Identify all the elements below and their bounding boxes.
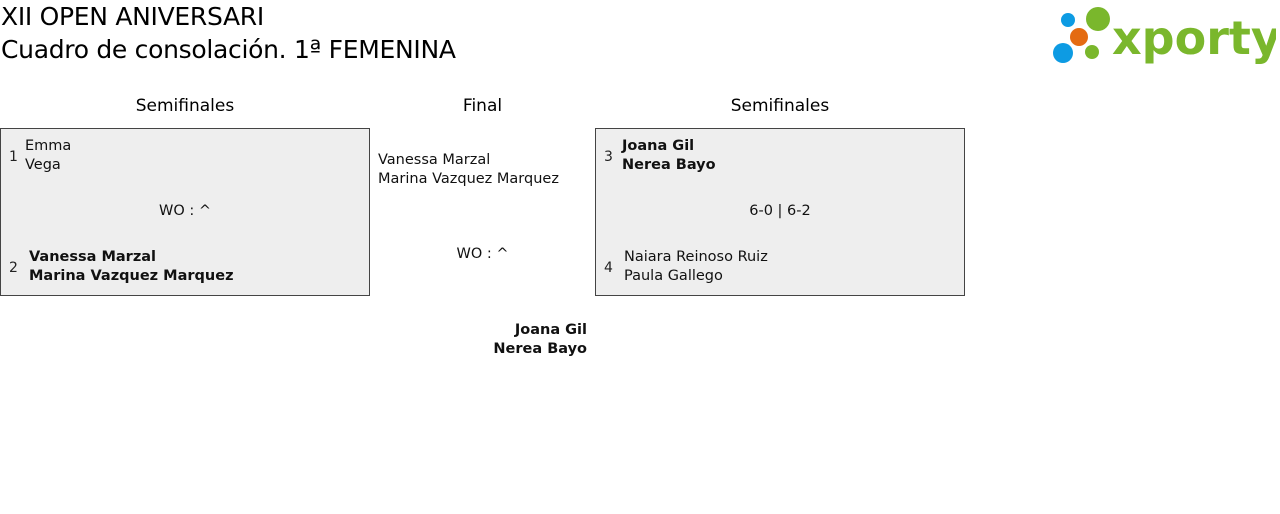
player-name: Emma — [25, 138, 72, 154]
xporty-logo: xporty — [1053, 7, 1276, 65]
player-name: Vanessa Marzal — [378, 152, 491, 168]
player-name: Vega — [25, 157, 61, 173]
logo-dot-blue-large — [1053, 43, 1073, 63]
page-title: XII OPEN ANIVERSARI — [1, 2, 264, 31]
logo-dot-orange — [1070, 28, 1088, 46]
round-label-semifinal-left: Semifinales — [135, 96, 235, 116]
match-score: WO : ^ — [158, 203, 211, 219]
team-seed: 1 — [9, 149, 18, 165]
player-name: Nerea Bayo — [622, 157, 716, 173]
team-seed: 2 — [9, 260, 18, 276]
logo-dot-green-small — [1085, 45, 1099, 59]
player-name: Naiara Reinoso Ruiz — [624, 249, 768, 265]
round-label-final: Final — [462, 96, 503, 116]
player-name: Nerea Bayo — [493, 341, 587, 357]
player-name: Marina Vazquez Marquez — [378, 171, 559, 187]
player-name: Joana Gil — [622, 138, 695, 154]
team-names-winner: Vanessa Marzal Marina Vazquez Marquez — [29, 248, 234, 286]
champion-team: Joana Gil Nerea Bayo — [370, 321, 587, 359]
team-seed: 4 — [604, 260, 613, 276]
page-subtitle: Cuadro de consolación. 1ª FEMENINA — [1, 35, 456, 64]
logo-dot-green — [1086, 7, 1110, 31]
match-score: 6-0 | 6-2 — [749, 203, 811, 219]
final-score: WO : ^ — [456, 246, 509, 262]
player-name: Marina Vazquez Marquez — [29, 268, 234, 284]
player-name: Joana Gil — [514, 322, 587, 338]
team-names: Naiara Reinoso Ruiz Paula Gallego — [624, 248, 768, 286]
round-label-semifinal-right: Semifinales — [730, 96, 830, 116]
team-names-winner: Joana Gil Nerea Bayo — [622, 137, 716, 175]
semifinal-left-match[interactable]: 1 Emma Vega WO : ^ 2 Vanessa Marzal Mari… — [0, 128, 370, 296]
player-name: Paula Gallego — [624, 268, 723, 284]
team-seed: 3 — [604, 149, 613, 165]
logo-wordmark: xporty — [1112, 11, 1276, 65]
semifinal-right-match[interactable]: 3 Joana Gil Nerea Bayo 6-0 | 6-2 4 Naiar… — [595, 128, 965, 296]
team-names: Emma Vega — [25, 137, 71, 175]
final-team-top: Vanessa Marzal Marina Vazquez Marquez — [378, 151, 559, 189]
logo-dot-blue-small — [1061, 13, 1075, 27]
player-name: Vanessa Marzal — [29, 249, 157, 265]
